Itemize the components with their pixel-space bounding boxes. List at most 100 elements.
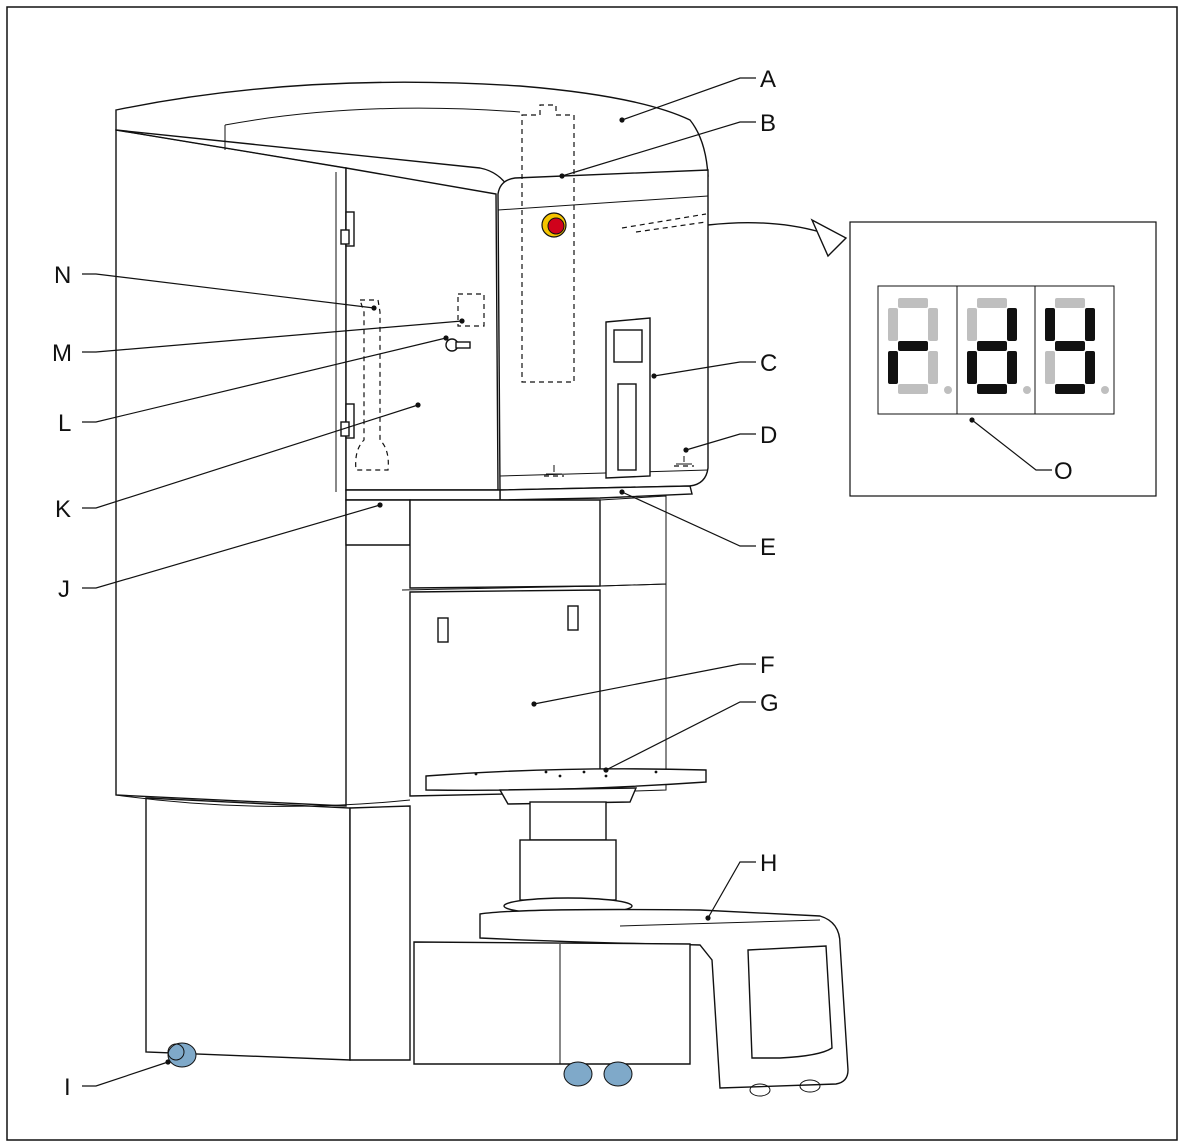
display-digit [1045, 298, 1109, 394]
digit-segment-b [1007, 308, 1017, 341]
callout-label-N: N [54, 262, 71, 289]
leveling-marker-left [544, 465, 564, 477]
caster-left [167, 1042, 197, 1068]
callout-label-L: L [58, 410, 71, 437]
door-lower-hinge-knuckle [340, 421, 350, 437]
digit-segment-b [928, 308, 938, 341]
left-side-panel [115, 129, 347, 807]
callout-F: F [531, 652, 775, 707]
callout-label-E: E [760, 534, 776, 561]
callout-N: N [54, 262, 377, 311]
digit-decimal-point [1101, 386, 1109, 394]
spindle-lower [519, 839, 617, 901]
lower-drawer [413, 941, 691, 1065]
callout-J: J [58, 502, 383, 603]
upper-column-panel [409, 499, 601, 589]
spindle-upper [529, 801, 607, 841]
digit-segment-c [928, 351, 938, 384]
callout-label-B: B [760, 110, 776, 137]
callout-K: K [55, 402, 421, 523]
door-lock-handle [455, 341, 471, 349]
caster-right [749, 1079, 821, 1097]
display-digit [888, 298, 952, 394]
service-bracket [345, 499, 411, 546]
callout-label-H: H [760, 850, 777, 877]
display-inset [707, 218, 1157, 497]
head-upper-seam [497, 195, 709, 211]
base-front-panel [747, 945, 833, 1059]
base-plate-top-seam [619, 919, 821, 927]
callout-H: H [705, 850, 777, 921]
callout-label-C: C [760, 350, 777, 377]
digit-segment-g [1055, 341, 1085, 351]
base-cabinet-left [145, 797, 351, 1061]
display-digit [967, 298, 1031, 394]
head-lower-seam [499, 469, 709, 477]
digit-segment-f [1045, 308, 1055, 341]
latch-left [437, 617, 449, 643]
digit-segment-b [1085, 308, 1095, 341]
digit-segment-g [898, 341, 928, 351]
digit-segment-d [977, 384, 1007, 394]
digit-decimal-point [1023, 386, 1031, 394]
column-seam [401, 585, 601, 591]
callout-D: D [683, 422, 777, 453]
callout-O: O [969, 417, 1073, 485]
display-indicator-line-2 [635, 221, 707, 233]
caster-middle-2 [603, 1061, 633, 1087]
callout-label-A: A [760, 66, 776, 93]
digit-segment-e [888, 351, 898, 384]
display-digits [888, 298, 1109, 394]
digit-segment-d [898, 384, 928, 394]
digit-segment-d [1055, 384, 1085, 394]
door-lower-hinge [345, 403, 355, 439]
digit-segment-a [1055, 298, 1085, 308]
callout-B: B [559, 110, 776, 179]
callout-A: A [619, 66, 776, 123]
leveling-marker-right [674, 456, 694, 467]
digit-segment-f [888, 308, 898, 341]
digit-segment-a [977, 298, 1007, 308]
digit-segment-e [1045, 351, 1055, 384]
control-panel-slot [617, 383, 637, 471]
callout-C: C [651, 350, 777, 379]
callout-label-O: O [1054, 458, 1073, 485]
digit-segment-a [898, 298, 928, 308]
digit-segment-e [967, 351, 977, 384]
top-cover-seam [224, 107, 521, 126]
digit-decimal-point [944, 386, 952, 394]
callout-E: E [619, 489, 776, 561]
base-cabinet-front [349, 805, 411, 1061]
head-front-housing [497, 169, 709, 491]
callout-labels: A B C D E F [52, 66, 1073, 1101]
table-hole-pattern [474, 770, 658, 778]
callout-L: L [58, 335, 449, 437]
control-panel-screen [613, 329, 643, 363]
door-upper-hinge-knuckle [340, 229, 350, 245]
top-cover-edge [115, 129, 347, 169]
door-upper-hinge [345, 211, 355, 247]
callout-label-I: I [64, 1074, 71, 1101]
table-support [498, 787, 638, 805]
digit-segment-g [977, 341, 1007, 351]
internal-column-outline [521, 104, 575, 383]
digit-segment-c [1085, 351, 1095, 384]
callout-label-J: J [58, 576, 70, 603]
internal-box-outline [457, 293, 485, 327]
inset-arrow-head [810, 218, 848, 258]
callout-label-K: K [55, 496, 71, 523]
callout-G: G [603, 690, 779, 773]
hardness-tester-machine [115, 81, 849, 1097]
internal-component-outline [355, 299, 389, 471]
cabinet-base-curve [115, 794, 411, 807]
callout-M: M [52, 318, 465, 367]
callout-label-F: F [760, 652, 775, 679]
inset-arrow-shaft [707, 221, 821, 233]
callout-label-D: D [760, 422, 777, 449]
latch-right [567, 605, 579, 631]
callout-I: I [64, 1059, 171, 1101]
door-bottom-rim [345, 489, 501, 501]
emergency-stop-button [547, 217, 565, 235]
